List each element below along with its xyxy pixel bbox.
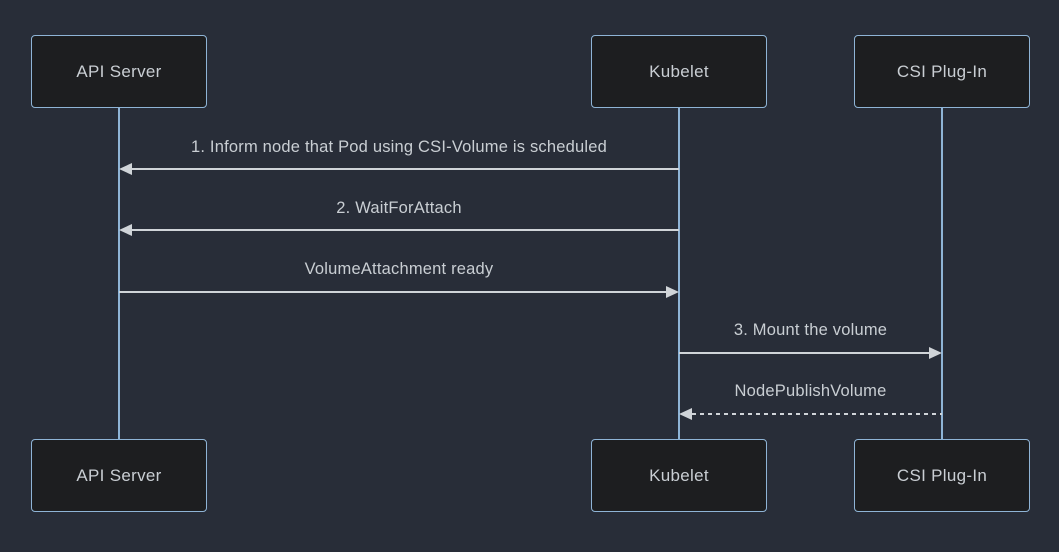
actor-box-csi-plugin-top: CSI Plug-In [854, 35, 1030, 108]
actor-box-csi-plugin-bottom: CSI Plug-In [854, 439, 1030, 512]
lifeline-kubelet [678, 108, 680, 439]
message-3-line [119, 291, 666, 293]
message-5-line [692, 413, 942, 415]
message-5-label: NodePublishVolume [734, 382, 887, 400]
actor-box-api-server-bottom: API Server [31, 439, 207, 512]
actor-label-csi-plugin: CSI Plug-In [896, 61, 988, 81]
message-4-arrowhead [929, 347, 942, 359]
message-1-arrowhead [119, 163, 132, 175]
message-4-label: 3. Mount the volume [733, 321, 888, 339]
message-2-arrowhead [119, 224, 132, 236]
message-1-line [131, 168, 679, 170]
message-5-arrowhead [679, 408, 692, 420]
message-2-line [131, 229, 679, 231]
actor-box-kubelet-bottom: Kubelet [591, 439, 767, 512]
message-3-arrowhead [666, 286, 679, 298]
lifeline-csi-plugin [941, 108, 943, 439]
actor-box-kubelet-top: Kubelet [591, 35, 767, 108]
message-1-label: 1. Inform node that Pod using CSI-Volume… [190, 138, 607, 156]
message-2-label: 2. WaitForAttach [336, 199, 462, 217]
lifeline-api-server [118, 108, 120, 439]
actor-label-kubelet-bottom: Kubelet [649, 465, 709, 485]
message-4-line [679, 352, 929, 354]
actor-box-api-server-top: API Server [31, 35, 207, 108]
message-3-label: VolumeAttachment ready [304, 260, 494, 278]
actor-label-kubelet: Kubelet [649, 61, 709, 81]
actor-label-api-server: API Server [76, 61, 162, 81]
actor-label-csi-plugin-bottom: CSI Plug-In [896, 465, 988, 485]
actor-label-api-server-bottom: API Server [76, 465, 162, 485]
